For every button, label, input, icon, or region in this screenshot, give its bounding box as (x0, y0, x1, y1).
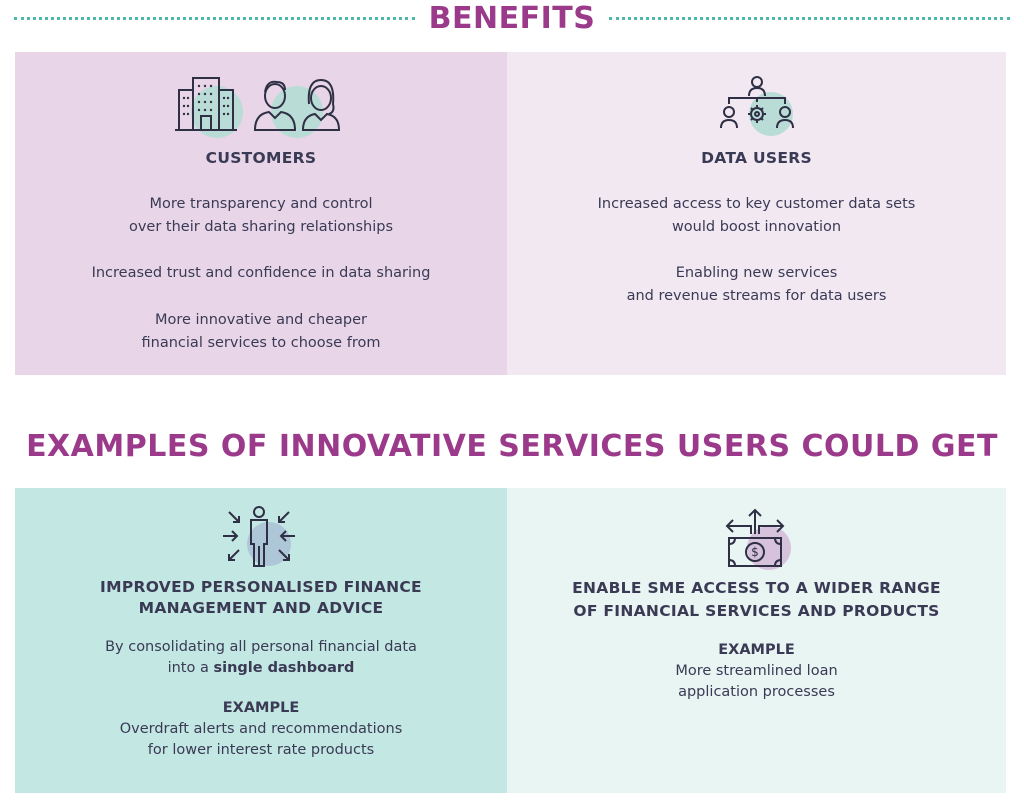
examples-title: EXAMPLES OF INNOVATIVE SERVICES USERS CO… (26, 428, 998, 464)
data-users-benefits-list: Increased access to key customer data se… (507, 193, 1006, 308)
dotted-divider-left (14, 16, 415, 20)
person-with-arrows-icon (15, 504, 507, 572)
sme-heading: ENABLE SME ACCESS TO A WIDER RANGE OF FI… (507, 577, 1006, 623)
benefits-title-bar: BENEFITS (0, 0, 1024, 36)
data-users-heading: DATA USERS (701, 149, 812, 167)
sme-example-label: EXAMPLE (718, 642, 795, 658)
pfm-description: By consolidating all personal financial … (15, 637, 507, 679)
pfm-example: EXAMPLE Overdraft alerts and recommendat… (15, 698, 507, 761)
pfm-description-line-2: into a single dashboard (15, 658, 507, 679)
building-and-people-icon (15, 74, 507, 138)
pfm-heading-line-1: IMPROVED PERSONALISED FINANCE (100, 578, 422, 596)
pfm-example-line-2: for lower interest rate products (147, 742, 375, 758)
pfm-example-line-1: Overdraft alerts and recommendations (119, 721, 403, 737)
dotted-divider-right (609, 16, 1010, 20)
data-users-benefit-1-line-1: Increased access to key customer data se… (597, 196, 916, 212)
benefits-title: BENEFITS (428, 0, 596, 36)
customers-heading: CUSTOMERS (205, 149, 317, 167)
sme-example-line-1: More streamlined loan (675, 663, 838, 679)
pfm-heading-line-2: MANAGEMENT AND ADVICE (138, 599, 384, 617)
data-users-benefit-1: Increased access to key customer data se… (507, 193, 1006, 239)
pfm-description-line-1: By consolidating all personal financial … (105, 639, 417, 655)
pfm-heading: IMPROVED PERSONALISED FINANCE MANAGEMENT… (15, 577, 507, 619)
customers-benefit-1-line-2: over their data sharing relationships (128, 219, 394, 235)
customers-benefit-1: More transparency and control over their… (15, 193, 507, 239)
pfm-example-label: EXAMPLE (222, 700, 300, 716)
pfm-description-bold: single dashboard (213, 660, 355, 676)
sme-heading-line-1: ENABLE SME ACCESS TO A WIDER RANGE (572, 579, 941, 597)
customers-benefits-list: More transparency and control over their… (15, 193, 507, 355)
customers-benefit-1-line-1: More transparency and control (149, 196, 373, 212)
pfm-description-prefix: into a (167, 660, 214, 676)
customers-benefit-2: Increased trust and confidence in data s… (15, 262, 507, 285)
data-users-benefit-2-line-2: and revenue streams for data users (626, 288, 887, 304)
sme-example: EXAMPLE More streamlined loan applicatio… (507, 640, 1006, 703)
customers-panel: CUSTOMERS More transparency and control … (15, 52, 507, 375)
customers-benefit-3-line-1: More innovative and cheaper (154, 312, 368, 328)
network-gear-people-icon (507, 74, 1006, 138)
customers-benefit-3: More innovative and cheaper financial se… (15, 309, 507, 355)
data-users-benefit-2-line-1: Enabling new services (675, 265, 838, 281)
money-with-arrows-icon: $ (507, 504, 1006, 572)
sme-example-line-2: application processes (678, 684, 835, 700)
personalised-finance-panel: IMPROVED PERSONALISED FINANCE MANAGEMENT… (15, 488, 507, 793)
svg-text:$: $ (751, 545, 759, 559)
data-users-panel: DATA USERS Increased access to key custo… (507, 52, 1006, 375)
customers-benefit-3-line-2: financial services to choose from (141, 335, 381, 351)
sme-heading-line-2: OF FINANCIAL SERVICES AND PRODUCTS (573, 602, 940, 620)
sme-access-panel: $ ENABLE SME ACCESS TO A WIDER RANGE OF … (507, 488, 1006, 793)
data-users-benefit-2: Enabling new services and revenue stream… (507, 262, 1006, 308)
data-users-benefit-1-line-2: would boost innovation (671, 219, 842, 235)
examples-title-bar: EXAMPLES OF INNOVATIVE SERVICES USERS CO… (0, 424, 1024, 468)
customers-benefit-2-line-1: Increased trust and confidence in data s… (91, 265, 431, 281)
